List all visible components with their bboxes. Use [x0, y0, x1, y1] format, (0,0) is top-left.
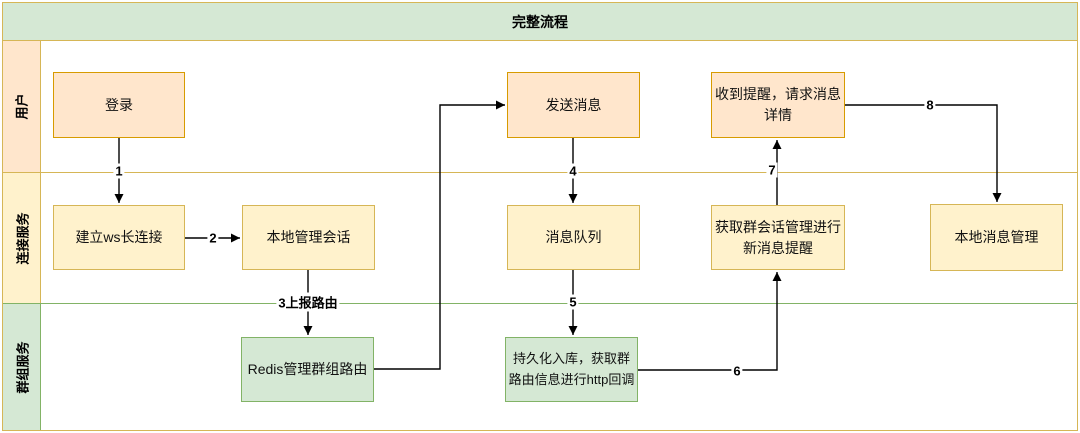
pool-title: 完整流程 — [3, 3, 1077, 41]
node-ws-connect: 建立ws长连接 — [53, 205, 185, 270]
node-message-queue: 消息队列 — [507, 205, 640, 270]
edge-label-7: 7 — [766, 162, 778, 178]
node-redis-route: Redis管理群组路由 — [241, 337, 374, 402]
edge-label-3: 3上报路由 — [276, 292, 340, 312]
edge-label-8: 8 — [924, 97, 936, 113]
edge-label-4: 4 — [567, 163, 579, 179]
edge-label-2: 2 — [207, 230, 219, 246]
node-persist-callback: 持久化入库，获取群路由信息进行http回调 — [505, 337, 638, 402]
node-login: 登录 — [53, 72, 185, 138]
lane-label-user: 用户 — [3, 41, 41, 172]
edge-label-5: 5 — [567, 294, 579, 310]
node-receive-notify: 收到提醒，请求消息详情 — [711, 72, 845, 138]
node-group-session-notify: 获取群会话管理进行新消息提醒 — [711, 205, 845, 270]
node-send-message: 发送消息 — [507, 72, 640, 138]
lane-label-connection-service: 连接服务 — [3, 173, 41, 303]
edge-label-6: 6 — [731, 363, 743, 379]
node-local-session: 本地管理会话 — [242, 205, 375, 270]
lane-label-text: 用户 — [14, 93, 30, 120]
lane-label-group-service: 群组服务 — [3, 304, 41, 430]
lane-label-text: 群组服务 — [15, 340, 31, 394]
node-local-message: 本地消息管理 — [930, 204, 1063, 271]
edge-label-1: 1 — [113, 163, 125, 179]
lane-label-text: 连接服务 — [15, 211, 31, 265]
